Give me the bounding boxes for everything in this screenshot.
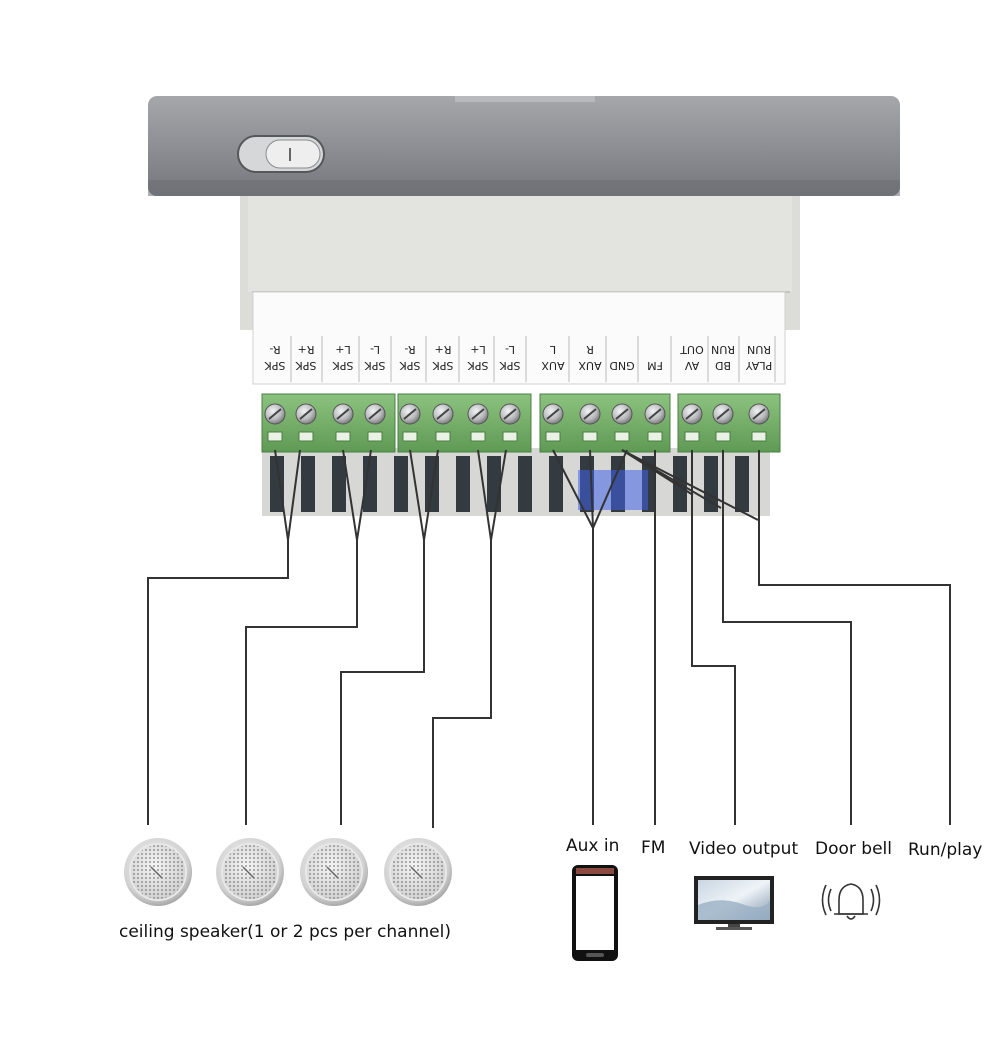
- svg-text:GND: GND: [609, 359, 634, 372]
- svg-text:SPK: SPK: [364, 359, 386, 372]
- terminal-label: SPK L+: [332, 343, 354, 372]
- wire-video: [691, 450, 736, 825]
- ceiling-speaker-icon: [300, 838, 368, 906]
- terminal-screw[interactable]: [712, 403, 734, 442]
- terminal-label: BD RUN: [711, 343, 735, 372]
- terminal-screw[interactable]: [399, 403, 421, 442]
- wire-runplay: [758, 450, 951, 825]
- wire-speaker3: [340, 540, 425, 825]
- terminal-label: SPK L+: [467, 343, 489, 372]
- ceiling-speaker-caption: ceiling speaker(1 or 2 pcs per channel): [119, 922, 451, 942]
- svg-text:AUX: AUX: [541, 359, 565, 372]
- wire-doorbell: [722, 450, 852, 825]
- wire-speaker1: [147, 540, 289, 825]
- svg-text:L+: L+: [335, 343, 350, 356]
- terminal-screw[interactable]: [467, 403, 489, 442]
- terminal-block-1: [261, 393, 396, 453]
- svg-text:R-: R-: [269, 343, 280, 356]
- terminal-screw[interactable]: [295, 403, 317, 442]
- fm-label: FM: [641, 838, 666, 858]
- door-bell-label: Door bell: [815, 839, 892, 859]
- run-play-label: Run/play: [908, 840, 983, 860]
- terminal-block-2: [397, 393, 532, 453]
- blue-led-glow: [578, 470, 648, 510]
- svg-text:L: L: [549, 343, 556, 356]
- ceiling-speaker-icon: [124, 838, 192, 906]
- terminal-blocks: [261, 393, 781, 453]
- tv-monitor-icon: [694, 876, 774, 930]
- terminal-screw[interactable]: [644, 403, 666, 442]
- ceiling-speakers: [124, 838, 452, 906]
- terminal-screw[interactable]: [499, 403, 521, 442]
- svg-text:L+: L+: [470, 343, 485, 356]
- terminal-screw[interactable]: [748, 403, 770, 442]
- svg-text:SPK: SPK: [399, 359, 421, 372]
- terminal-screw[interactable]: [611, 403, 633, 442]
- top-cover: [148, 96, 900, 196]
- label-strip: [252, 291, 786, 385]
- terminal-label: SPK R-: [399, 343, 421, 372]
- terminal-screw[interactable]: [579, 403, 601, 442]
- terminal-label: AUX L: [541, 343, 565, 372]
- terminal-screw[interactable]: [364, 403, 386, 442]
- svg-text:SPK: SPK: [295, 359, 317, 372]
- svg-text:R+: R+: [298, 343, 315, 356]
- svg-text:PLAY: PLAY: [746, 359, 773, 372]
- terminal-block-4: [677, 393, 781, 453]
- svg-text:SPK: SPK: [499, 359, 521, 372]
- device-housing: [148, 96, 900, 516]
- terminal-screw[interactable]: [332, 403, 354, 442]
- svg-text:RUN: RUN: [747, 343, 771, 356]
- terminal-label: GND: [609, 359, 634, 372]
- ceiling-speaker-icon: [216, 838, 284, 906]
- terminal-label: PLAY RUN: [746, 343, 773, 372]
- svg-text:SPK: SPK: [264, 359, 286, 372]
- terminal-block-3: [539, 393, 671, 453]
- svg-text:SPK: SPK: [467, 359, 489, 372]
- svg-text:AUX: AUX: [578, 359, 602, 372]
- terminal-label: SPK L-: [364, 343, 386, 372]
- svg-text:OUT: OUT: [680, 343, 704, 356]
- svg-text:RUN: RUN: [711, 343, 735, 356]
- terminal-labels: SPK R- SPK R+ SPK L+ SPK L- SPK R- SPK R+ SPK L+ SPK L-…: [264, 336, 776, 382]
- svg-text:BD: BD: [715, 359, 731, 372]
- ceiling-speaker-icon: [384, 838, 452, 906]
- terminal-label: SPK R+: [295, 343, 317, 372]
- terminal-screw[interactable]: [432, 403, 454, 442]
- bell-icon: [821, 883, 881, 920]
- svg-text:SPK: SPK: [332, 359, 354, 372]
- svg-text:R: R: [586, 343, 594, 356]
- terminal-label: AUX R: [578, 343, 602, 372]
- terminal-label: SPK L-: [499, 343, 521, 372]
- terminal-screw[interactable]: [681, 403, 703, 442]
- video-output-label: Video output: [689, 839, 799, 859]
- svg-text:SPK: SPK: [432, 359, 454, 372]
- terminal-label: FM: [647, 359, 663, 372]
- wires: [147, 449, 951, 828]
- wire-speaker2: [245, 540, 358, 825]
- terminal-screw[interactable]: [542, 403, 564, 442]
- svg-text:L-: L-: [505, 343, 515, 356]
- smartphone-icon: [572, 865, 618, 961]
- terminal-screw[interactable]: [264, 403, 286, 442]
- terminal-label: AV OUT: [680, 343, 704, 372]
- svg-text:FM: FM: [647, 359, 663, 372]
- svg-text:R-: R-: [404, 343, 415, 356]
- svg-text:L-: L-: [370, 343, 380, 356]
- wire-speaker4: [432, 540, 492, 828]
- terminal-label: SPK R-: [264, 343, 286, 372]
- terminal-label: SPK R+: [432, 343, 454, 372]
- svg-text:AV: AV: [684, 359, 699, 372]
- svg-text:R+: R+: [435, 343, 452, 356]
- aux-in-label: Aux in: [566, 836, 620, 856]
